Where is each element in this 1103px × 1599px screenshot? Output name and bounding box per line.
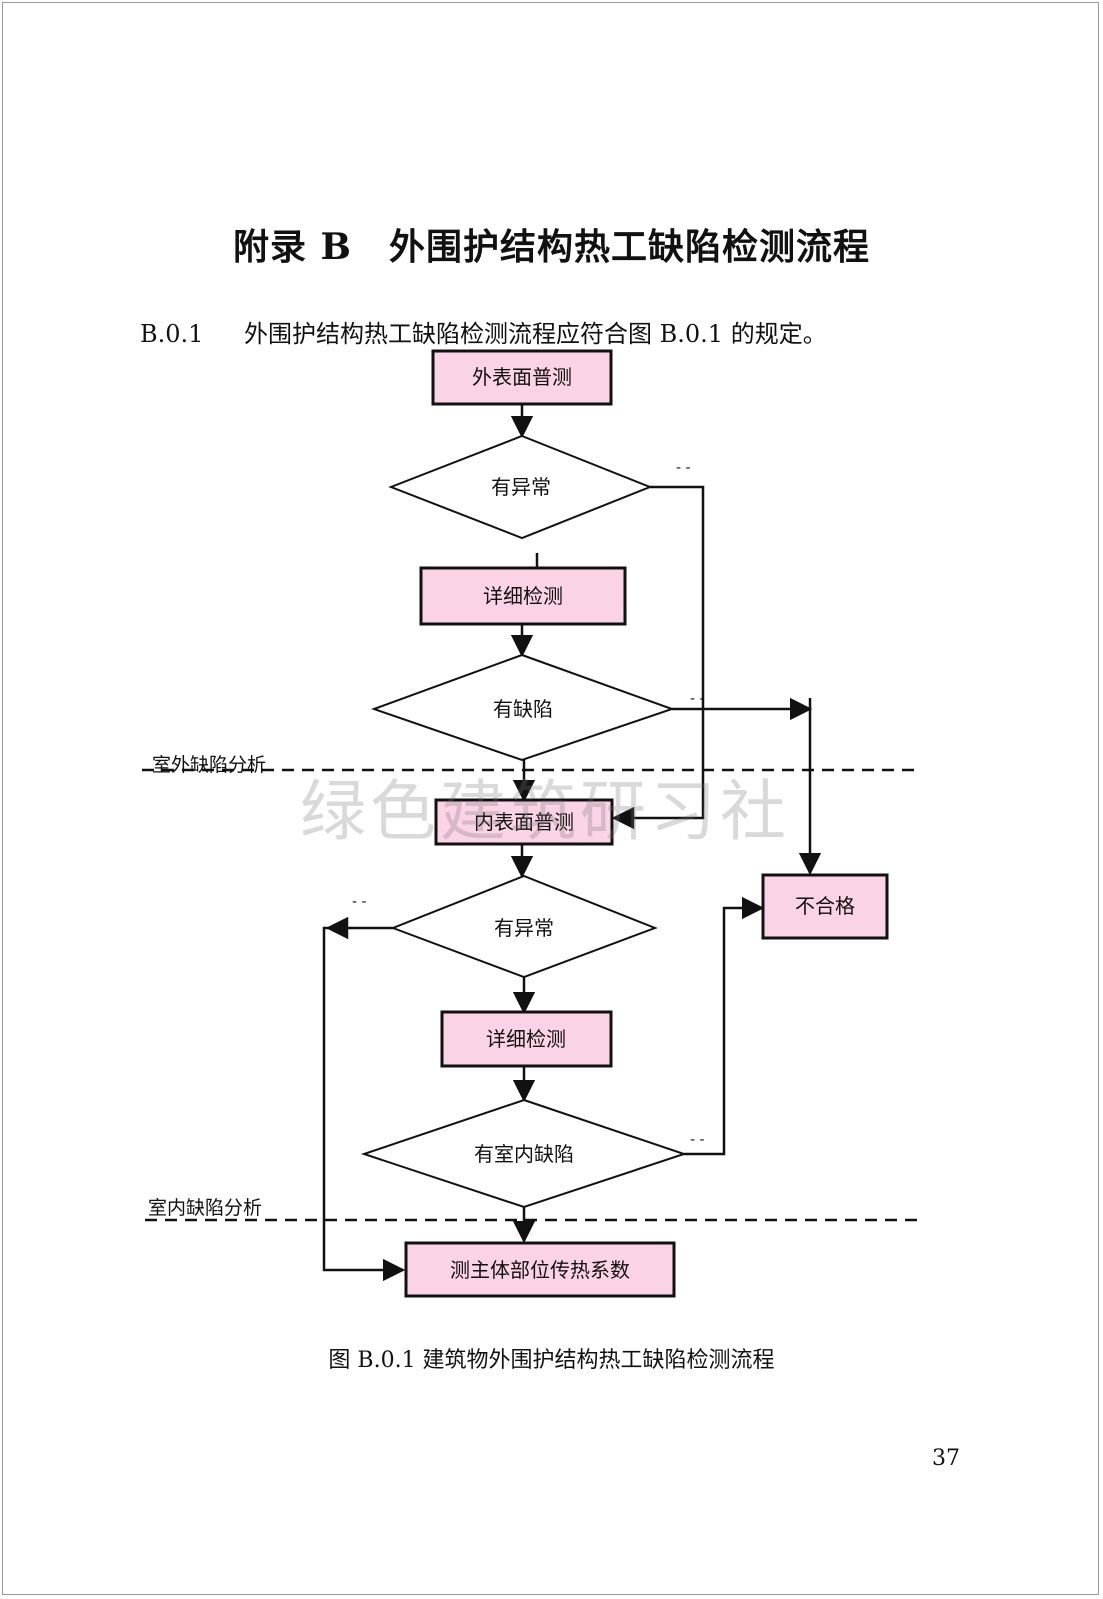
decision-indoor-defect-label: 有室内缺陷 [474, 1142, 574, 1166]
edge-d3-no-n6 [322, 926, 406, 1282]
node-outer-survey-label: 外表面普测 [472, 365, 572, 389]
decision-abnormal-inner-label: 有异常 [494, 916, 554, 940]
node-fail [761, 873, 889, 940]
region-label-indoor: 室内缺陷分析 [148, 1197, 263, 1219]
node-heat-transfer [404, 1241, 676, 1298]
node-detail-inner-label: 详细检测 [486, 1027, 566, 1051]
page-title: 附录 B 外围护结构热工缺陷检测流程 [233, 226, 870, 268]
decision-abnormal-outer [388, 434, 653, 540]
region-label-outdoor: 室外缺陷分析 [152, 754, 267, 776]
clause-text: 外围护结构热工缺陷检测流程应符合图 B.0.1 的规定。 [244, 320, 827, 348]
clause-text-block: B.0.1 外围护结构热工缺陷检测流程应符合图 B.0.1 的规定。 [140, 314, 827, 349]
decision-indoor-defect [360, 1098, 688, 1209]
node-detail-inner [440, 1010, 613, 1068]
edge-label-d4-yes: - - [690, 1132, 705, 1148]
edge-d1-no-n3 [611, 485, 705, 830]
watermark: 绿色建筑研习社 [300, 773, 790, 850]
decision-defect-outer [371, 653, 676, 762]
clause-number: B.0.1 [140, 320, 204, 348]
decision-defect-outer-label: 有缺陷 [493, 697, 553, 721]
node-fail-label: 不合格 [795, 894, 855, 918]
node-detail-outer-label: 详细检测 [483, 584, 563, 608]
node-heat-transfer-label: 测主体部位传热系数 [450, 1258, 630, 1282]
edge-label-d3-no: - - [352, 894, 367, 910]
edge-label-d1-no: - - [676, 460, 691, 476]
node-inner-survey [434, 798, 614, 846]
node-detail-outer [419, 566, 627, 626]
node-outer-survey [431, 349, 613, 406]
decision-abnormal-outer-label: 有异常 [491, 475, 551, 499]
edge-label-d2-no: - - [690, 691, 705, 707]
page-number: 37 [932, 1446, 960, 1471]
decision-abnormal-inner [390, 874, 658, 979]
node-inner-survey-label: 内表面普测 [474, 810, 574, 834]
figure-caption: 图 B.0.1 建筑物外围护结构热工缺陷检测流程 [328, 1348, 775, 1373]
edge-d4-yes-n4 [684, 896, 765, 1156]
